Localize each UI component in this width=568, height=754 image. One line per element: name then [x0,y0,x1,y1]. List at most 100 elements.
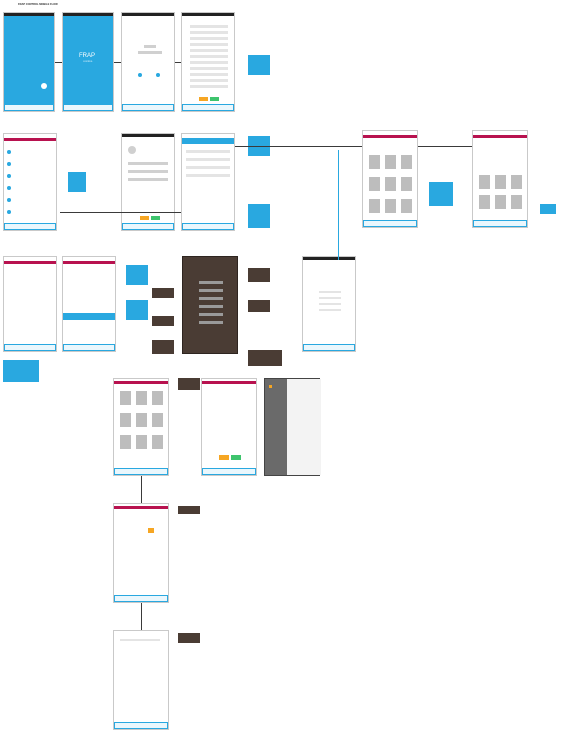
grid-tile[interactable] [385,199,396,213]
list-dot[interactable] [7,162,11,166]
highlight-tile[interactable] [148,528,154,533]
menu-item[interactable] [199,305,223,308]
drawer-panel [287,379,321,475]
nav-bar [182,223,234,230]
grid-tile[interactable] [120,435,131,449]
screen-detail [201,378,257,476]
grid-tile[interactable] [495,195,506,209]
placeholder-bar [190,85,228,88]
list-dot[interactable] [7,150,11,154]
dark-annotation [152,340,174,354]
grid-tile[interactable] [385,155,396,169]
grid-tile[interactable] [401,155,412,169]
list-dot[interactable] [7,210,11,214]
option-dot[interactable] [156,73,160,77]
brand-bar [363,135,417,138]
screen-splash-2: FRAP CONTROL [62,12,114,112]
menu-item[interactable] [199,321,223,324]
grid-tile[interactable] [479,195,490,209]
menu-item[interactable] [199,297,223,300]
ok-button[interactable] [231,455,241,460]
grid-tile[interactable] [385,177,396,191]
grid-tile[interactable] [401,199,412,213]
placeholder-bar [319,309,341,311]
dark-annotation [152,288,174,298]
screen-list [3,133,57,231]
cancel-button[interactable] [219,455,229,460]
screen-profile [121,133,175,231]
placeholder-bar [319,303,341,305]
tab-row [182,138,234,144]
placeholder-bar [128,170,168,173]
ok-button[interactable] [151,216,160,220]
grid-tile[interactable] [401,177,412,191]
flow-connector [55,62,62,63]
grid-tile[interactable] [152,391,163,405]
grid-tile[interactable] [495,175,506,189]
list-dot[interactable] [7,174,11,178]
screen-menu-b [62,256,116,352]
grid-tile[interactable] [511,195,522,209]
screen-login [121,12,175,112]
menu-item[interactable] [199,289,223,292]
dark-annotation [248,350,282,366]
grid-tile[interactable] [479,175,490,189]
grid-tile[interactable] [136,391,147,405]
cancel-button[interactable] [199,97,208,101]
placeholder-bar [319,297,341,299]
nav-bar [303,344,355,351]
option-dot[interactable] [138,73,142,77]
status-bar [4,13,54,16]
dark-annotation [178,506,200,514]
grid-tile[interactable] [511,175,522,189]
annotation-connector [338,150,339,260]
menu-item[interactable] [199,281,223,284]
drawer-icon[interactable] [269,385,272,388]
annotation-note [540,204,556,214]
annotation-note [248,204,270,228]
placeholder-bar [128,178,168,181]
placeholder-bar [190,43,228,46]
grid-tile[interactable] [136,413,147,427]
nav-bar [122,104,174,111]
grid-tile[interactable] [369,177,380,191]
ok-button[interactable] [210,97,219,101]
grid-tile[interactable] [369,199,380,213]
placeholder-bar [190,25,228,28]
selected-row[interactable] [63,313,115,320]
grid-tile[interactable] [152,435,163,449]
grid-tile[interactable] [120,413,131,427]
flow-connector [235,146,362,147]
screen-grid-a [362,130,418,228]
list-dot[interactable] [7,186,11,190]
grid-tile[interactable] [152,413,163,427]
grid-tile[interactable] [369,155,380,169]
nav-bar [4,104,54,111]
cancel-button[interactable] [140,216,149,220]
placeholder-bar [190,37,228,40]
annotation-note [126,300,148,320]
dark-annotation [248,300,270,312]
dark-annotation [152,316,174,326]
avatar [128,146,136,154]
screen-catalog [113,378,169,476]
screen-grid-b [472,130,528,228]
status-bar [122,13,174,16]
menu-item[interactable] [199,313,223,316]
screen-blank [302,256,356,352]
placeholder-bar [186,174,230,177]
grid-tile[interactable] [136,435,147,449]
grid-tile[interactable] [120,391,131,405]
status-bar [122,134,174,137]
placeholder-bar [186,150,230,153]
screen-splash-1 [3,12,55,112]
splash-wordmark: FRAP [79,53,96,59]
nav-bar [4,223,56,230]
screen-tabs [181,133,235,231]
placeholder-bar [186,158,230,161]
nav-bar [122,223,174,230]
annotation-note [248,55,270,75]
list-dot[interactable] [7,198,11,202]
annotation-note [3,360,39,382]
start-button[interactable] [41,83,47,89]
